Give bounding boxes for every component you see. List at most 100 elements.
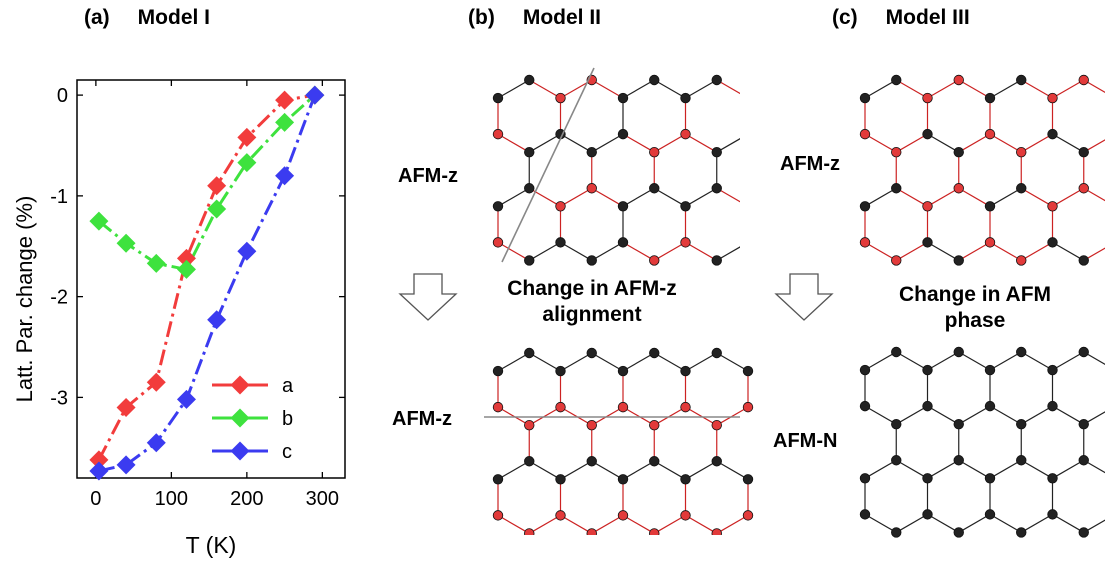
y-axis-label: Latt. Par. change (%) xyxy=(12,196,37,403)
lattice-bond xyxy=(1020,351,1053,371)
lattice-bond xyxy=(864,351,897,371)
lattice-bond xyxy=(927,405,960,425)
lattice-bond xyxy=(895,133,928,153)
lattice-bond xyxy=(685,241,718,261)
lattice-bond xyxy=(716,79,740,95)
x-tick-label: 200 xyxy=(230,488,263,510)
lattice-bond xyxy=(1083,79,1105,93)
series-b-point xyxy=(89,211,109,231)
black-atom xyxy=(891,183,902,194)
black-atom xyxy=(984,509,996,520)
black-atom xyxy=(555,365,566,377)
spin-axis-line xyxy=(501,67,595,263)
lattice-bond xyxy=(1083,411,1105,425)
lattice-bond xyxy=(685,352,718,372)
lattice-bond xyxy=(895,187,928,207)
black-atom xyxy=(586,146,597,158)
black-atom xyxy=(984,473,996,484)
red-atom xyxy=(492,237,504,248)
series-b-point xyxy=(275,112,295,132)
black-atom xyxy=(922,473,933,484)
red-atom xyxy=(1047,201,1058,212)
black-atom xyxy=(922,364,933,376)
lattice-bond xyxy=(560,241,593,261)
black-atom xyxy=(859,92,871,104)
model-iii-afm-z-lattice xyxy=(859,74,1105,266)
black-atom xyxy=(680,365,691,377)
black-atom xyxy=(711,146,722,158)
lattice-bond xyxy=(716,246,740,261)
black-atom xyxy=(891,418,902,430)
lattice-bond xyxy=(958,459,991,479)
lattice-bond xyxy=(958,351,991,371)
lattice-bond xyxy=(1052,459,1085,479)
lattice-bond xyxy=(895,459,928,479)
series-c-point xyxy=(89,461,109,481)
black-atom xyxy=(492,201,504,212)
series-c-point xyxy=(305,85,325,105)
black-atom xyxy=(984,201,996,212)
black-atom xyxy=(492,365,504,377)
lattice-bond xyxy=(1052,79,1085,99)
lattice-bond xyxy=(528,352,561,372)
y-tick-label: -1 xyxy=(50,186,68,208)
series-a-point xyxy=(275,90,295,110)
black-atom xyxy=(492,92,504,104)
red-atom xyxy=(953,183,964,194)
model-iii-change-caption: Change in AFM phase xyxy=(855,282,1095,334)
black-atom xyxy=(680,92,691,104)
lattice-bond xyxy=(591,460,624,480)
black-atom xyxy=(555,237,566,248)
black-atom xyxy=(953,455,964,466)
lattice-bond xyxy=(685,406,718,426)
model-ii-change-line1: Change in AFM-z xyxy=(507,277,677,300)
red-atom xyxy=(617,401,629,413)
lattice-bond xyxy=(958,133,991,153)
transition-arrow-c xyxy=(774,273,834,321)
lattice-bond xyxy=(497,460,530,480)
lattice-bond xyxy=(927,513,960,533)
black-atom xyxy=(555,474,566,485)
lattice-bond xyxy=(989,79,1022,99)
lattice-bond xyxy=(497,352,530,372)
black-atom xyxy=(1047,400,1058,412)
plot-frame xyxy=(76,79,346,479)
lattice-bond xyxy=(864,79,897,99)
black-atom xyxy=(922,400,933,412)
lattice-bond xyxy=(591,133,624,153)
lattice-bond xyxy=(622,406,655,426)
red-atom xyxy=(859,128,871,140)
black-atom xyxy=(953,255,964,266)
series-c-point xyxy=(275,166,295,186)
panel-b-title: (b)Model II xyxy=(468,6,601,30)
lattice-bond xyxy=(1083,187,1105,202)
lattice-bond xyxy=(528,514,561,534)
lattice-bond xyxy=(622,79,655,99)
black-atom xyxy=(953,146,964,158)
lattice-bond xyxy=(591,187,624,207)
series-c-point xyxy=(237,241,257,261)
lattice-bond xyxy=(591,514,624,534)
lattice-bond xyxy=(591,406,624,426)
black-atom xyxy=(492,474,504,485)
model-ii-top-state-label: AFM-z xyxy=(398,165,458,187)
black-atom xyxy=(1016,74,1027,86)
black-atom xyxy=(859,509,871,520)
series-b-point xyxy=(207,199,227,219)
panel-c-title: (c)Model III xyxy=(832,6,970,30)
red-atom xyxy=(555,401,566,413)
lattice-bond xyxy=(864,187,897,207)
black-atom xyxy=(524,255,535,266)
black-atom xyxy=(524,456,535,467)
black-atom xyxy=(742,474,754,485)
red-atom xyxy=(524,528,535,535)
lattice-bond xyxy=(864,459,897,479)
lattice-bond xyxy=(927,459,960,479)
lattice-bond xyxy=(958,79,991,99)
series-a-point xyxy=(89,450,109,470)
black-atom xyxy=(1016,183,1027,194)
red-atom xyxy=(891,255,902,266)
lattice-bond xyxy=(1083,247,1105,261)
red-atom xyxy=(680,510,691,521)
